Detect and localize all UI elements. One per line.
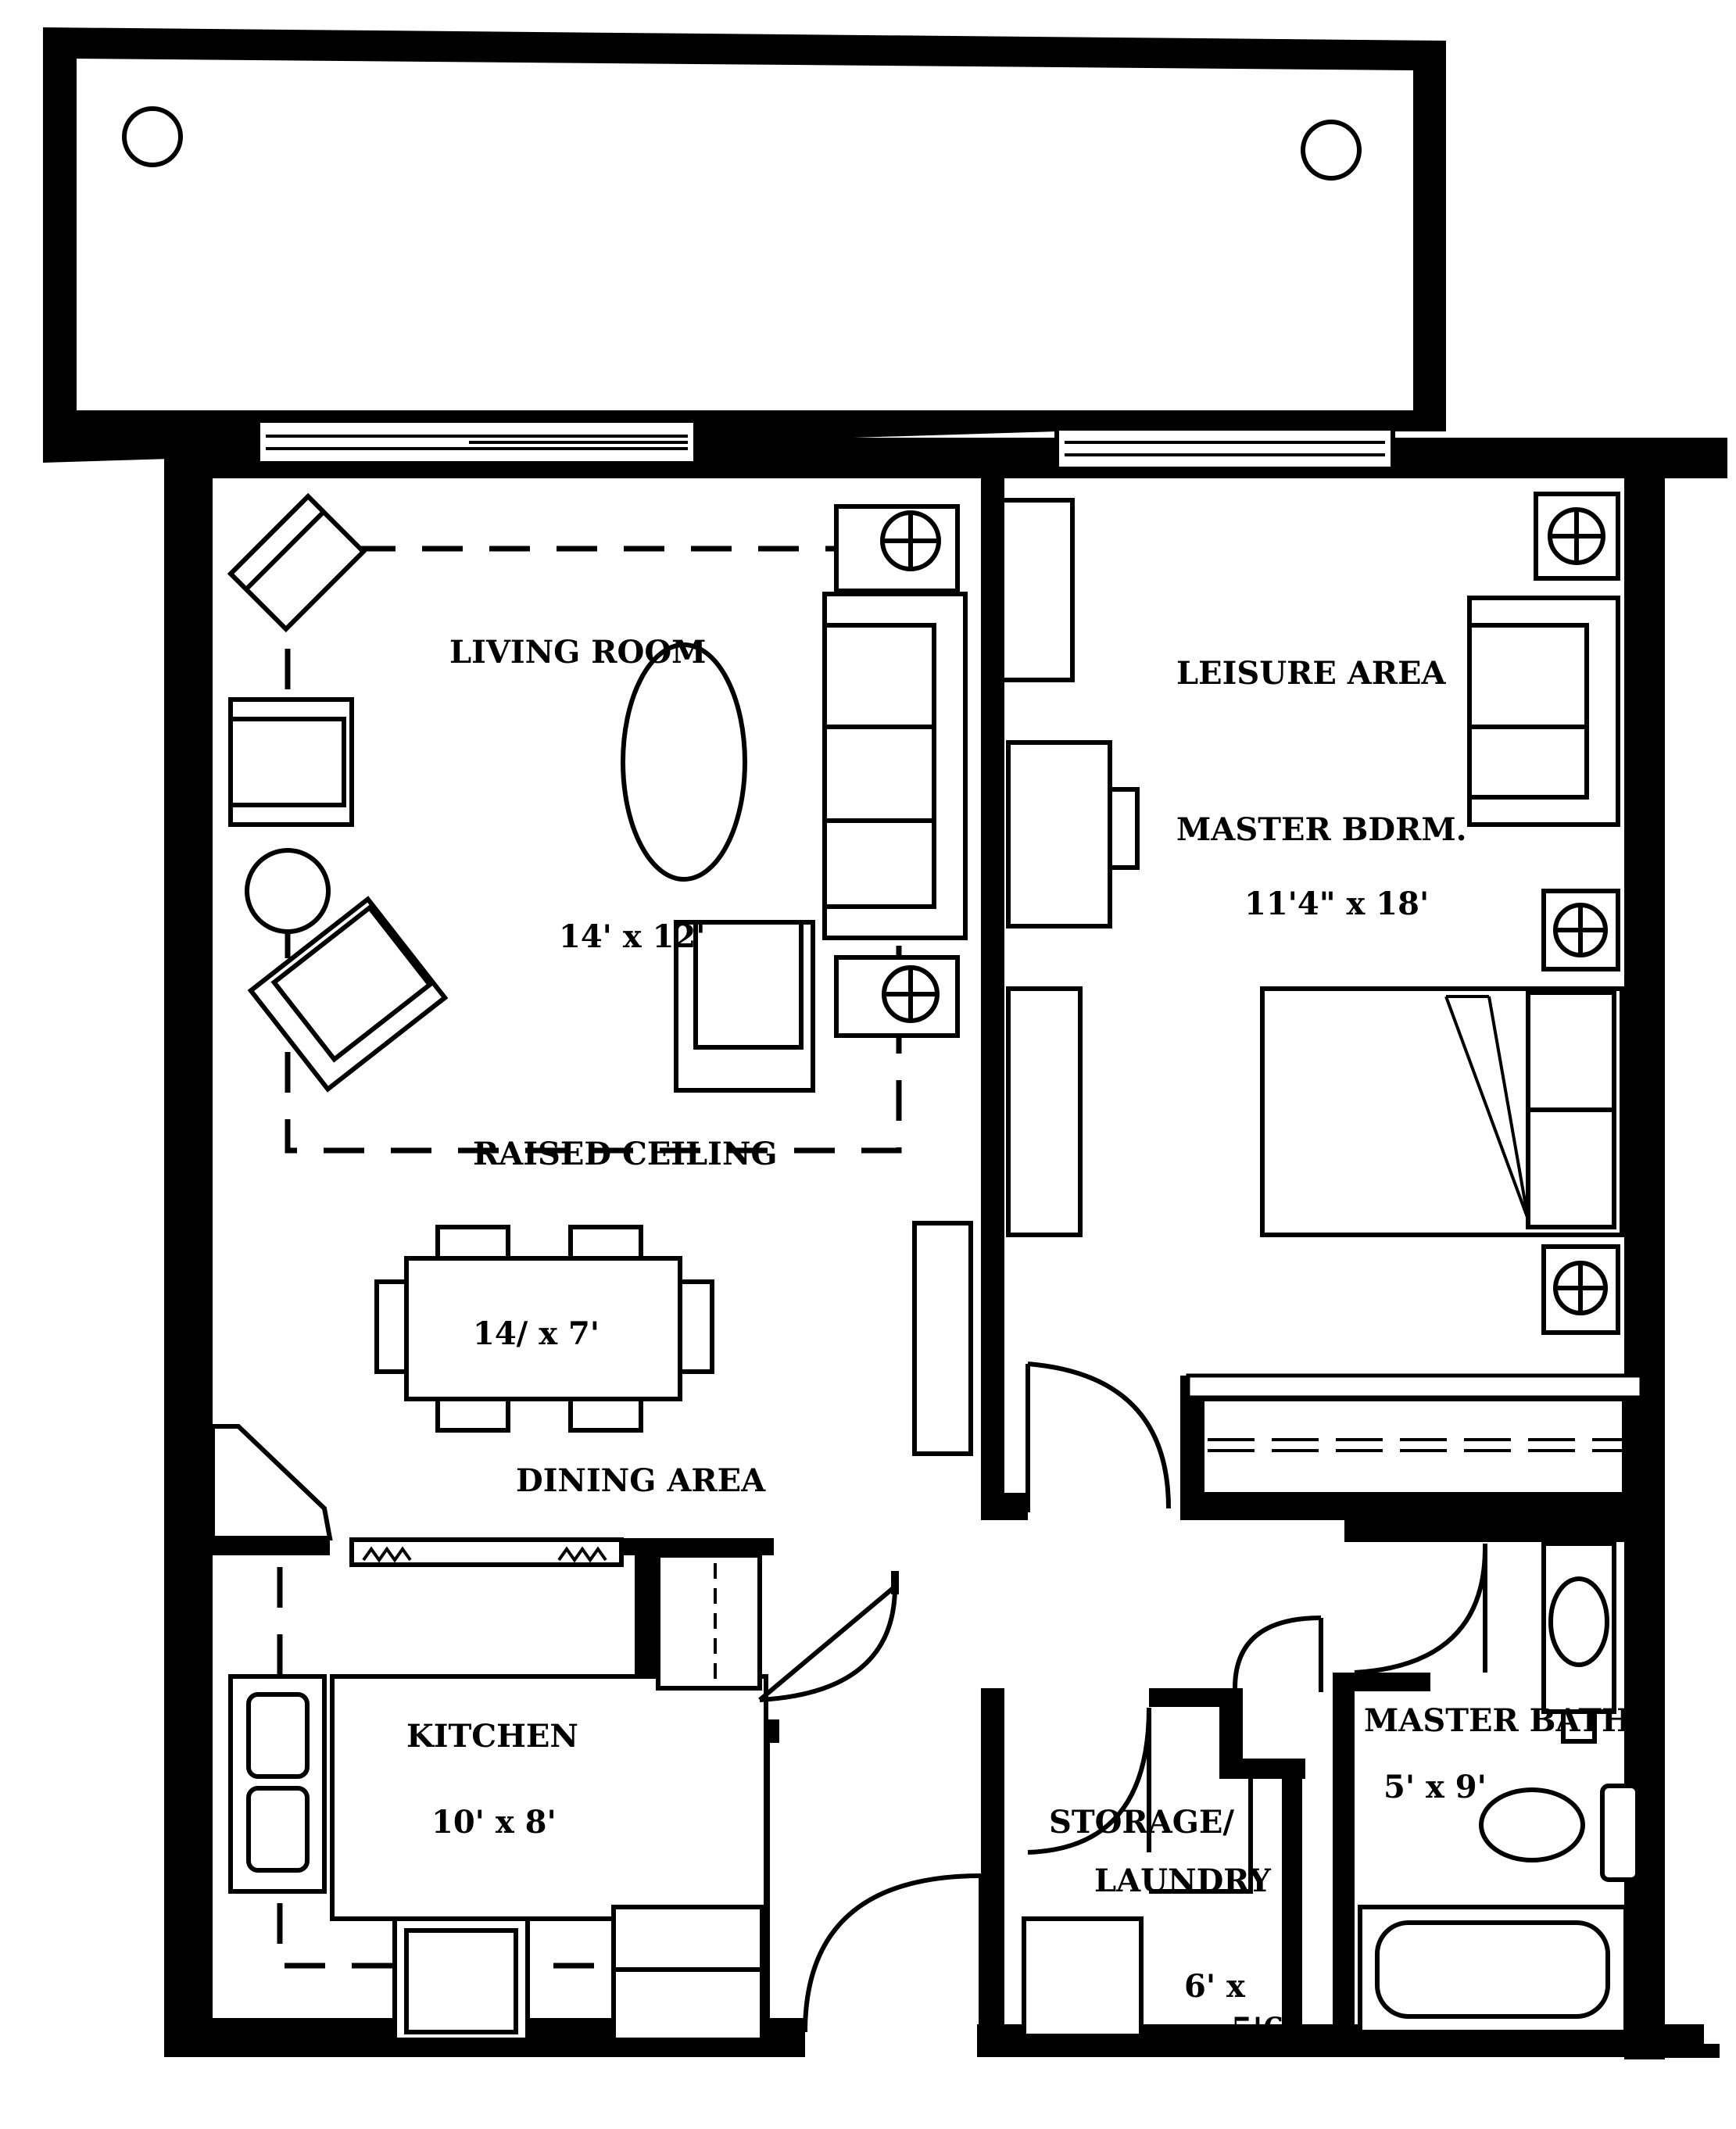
dining-furniture (210, 1221, 973, 1567)
storage-label-line2: LAUNDRY (1094, 1862, 1271, 1899)
storage-size-line2: 5'6" (1231, 2011, 1301, 2048)
master-bedroom-label: MASTER BDRM. (1176, 811, 1467, 848)
kitchen-label: KITCHEN (406, 1718, 578, 1755)
interior-walls (213, 473, 1644, 2040)
room-labels: LIVING ROOM 14' x 12' RAISED CEILING 14/… (406, 634, 1631, 2048)
raised-ceiling-outline (285, 546, 902, 1154)
storage-laundry-fixtures (1022, 1616, 1323, 2038)
column-left (122, 106, 183, 167)
entry-door (803, 1873, 983, 2033)
leisure-area-label: LEISURE AREA (1176, 655, 1447, 692)
dining-area-label: DINING AREA (516, 1462, 766, 1499)
kitchen-size: 10' x 8' (431, 1804, 557, 1841)
sliding-door-left (256, 418, 698, 466)
sliding-door-right (1054, 426, 1395, 471)
master-bedroom-size: 11'4" x 18' (1244, 886, 1429, 922)
living-room-furniture (227, 492, 968, 1093)
kitchen-furniture (228, 1553, 899, 2042)
living-room-label: LIVING ROOM (449, 634, 706, 671)
storage-label-line1: STORAGE/ (1049, 1804, 1234, 1841)
balcony (43, 27, 1446, 463)
master-bath-fixtures (1354, 1541, 1640, 2034)
bedroom-door (1025, 1361, 1171, 1512)
living-room-size: 14' x 12' (559, 918, 706, 955)
master-bath-size: 5' x 9' (1383, 1769, 1487, 1805)
raised-ceiling-label: RAISED CEILING (473, 1136, 778, 1172)
column-right (1301, 120, 1362, 181)
dining-size: 14/ x 7' (473, 1315, 600, 1352)
master-bath-label: MASTER BATH (1364, 1702, 1631, 1739)
storage-size-line1: 6' x (1184, 1968, 1246, 2005)
bedroom-furniture (1000, 492, 1624, 1335)
